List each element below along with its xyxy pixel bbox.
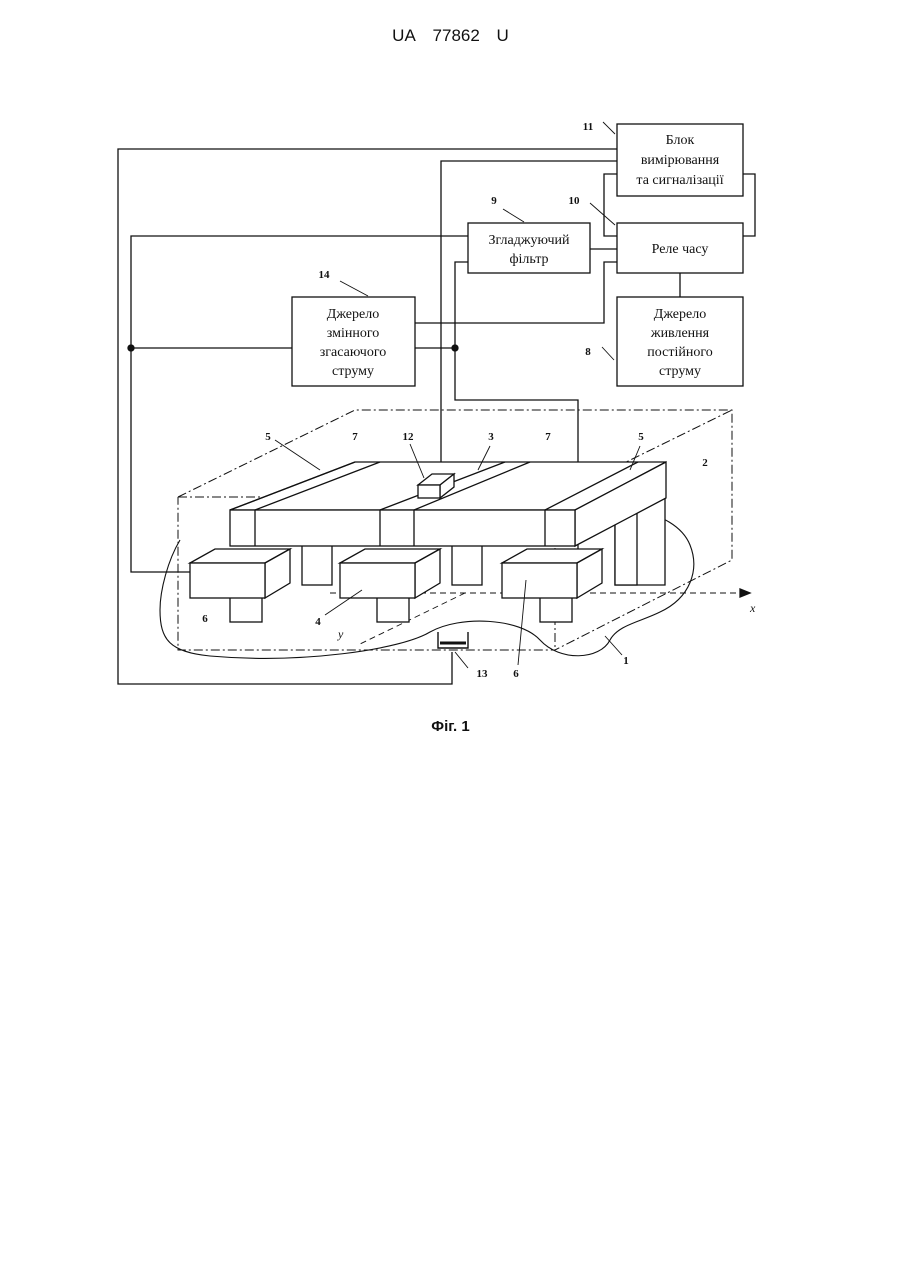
back-leg-1 — [302, 540, 332, 585]
ref-5-right: 5 — [638, 431, 644, 443]
ref-12: 12 — [403, 431, 415, 443]
ref-2: 2 — [702, 457, 708, 469]
sensor-12-front — [418, 485, 440, 498]
probe-13 — [438, 632, 468, 648]
wire-relay-11-left — [604, 174, 617, 236]
leader-10 — [590, 203, 615, 225]
block-14-line-4: струму — [332, 364, 374, 379]
figure-caption: Фіг. 1 — [0, 718, 901, 735]
y-axis-line — [358, 593, 465, 645]
wire-14-to-relay — [415, 262, 617, 323]
ref-4: 4 — [315, 616, 321, 628]
leader-8 — [602, 347, 614, 360]
wire-11-to-12 — [441, 161, 617, 482]
top-plate-3-front — [230, 510, 575, 546]
ref-7-right: 7 — [545, 431, 551, 443]
x-axis-arrow — [740, 589, 750, 597]
block-11-line-3: та сигналізації — [636, 173, 723, 188]
block-8-line-3: постійного — [647, 345, 712, 360]
ref-13: 13 — [477, 668, 489, 680]
block-9-line-2: фільтр — [509, 252, 548, 267]
leader-14 — [340, 281, 368, 296]
leader-13 — [455, 652, 468, 668]
ref-14: 14 — [319, 269, 331, 281]
coil-6-left-front — [190, 563, 265, 598]
leader-9 — [503, 209, 524, 222]
ref-10: 10 — [569, 195, 581, 207]
block-8-line-2: живлення — [650, 326, 710, 341]
junction-left — [128, 345, 134, 351]
leader-1 — [605, 636, 622, 655]
ref-6-left: 6 — [202, 613, 208, 625]
axis-label-x: x — [749, 601, 756, 615]
coil-4-front — [340, 563, 415, 598]
ref-1: 1 — [623, 655, 629, 667]
axis-label-y: y — [337, 627, 344, 641]
block-14-line-3: згасаючого — [320, 345, 386, 360]
ref-3: 3 — [488, 431, 494, 443]
block-8-line-1: Джерело — [654, 307, 706, 322]
block-9-line-1: Згладжуючий — [489, 233, 571, 248]
ref-11: 11 — [583, 121, 593, 133]
ref-8: 8 — [585, 346, 591, 358]
wire-relay-11-right — [743, 174, 755, 236]
junction-right — [452, 345, 458, 351]
ref-9: 9 — [491, 195, 497, 207]
block-10-line-1: Реле часу — [652, 242, 709, 257]
ref-6-right: 6 — [513, 668, 519, 680]
back-leg-2 — [452, 540, 482, 585]
ref-5-left: 5 — [265, 431, 271, 443]
block-8-line-4: струму — [659, 364, 701, 379]
leader-5-left — [275, 440, 320, 470]
block-14-line-1: Джерело — [327, 307, 379, 322]
leader-11 — [603, 122, 615, 134]
block-11-line-1: Блок — [666, 133, 695, 148]
block-14-line-2: змінного — [327, 326, 379, 341]
block-11-line-2: вимірювання — [641, 153, 720, 168]
coil-6-right-front — [502, 563, 577, 598]
ref-7-left: 7 — [352, 431, 358, 443]
